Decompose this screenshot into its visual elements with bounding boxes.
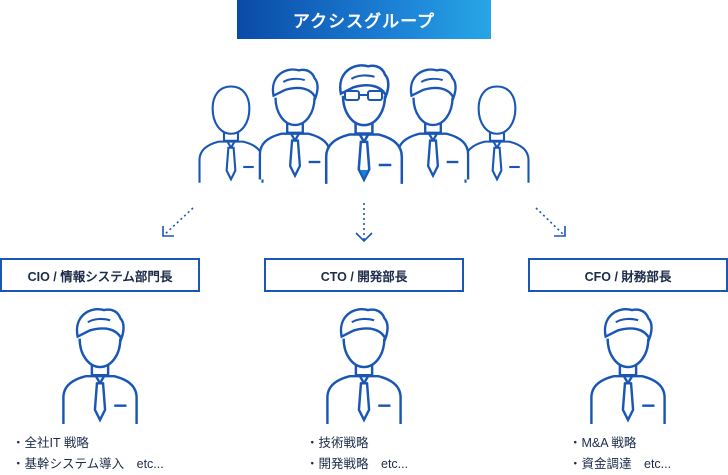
arrow-down-right-icon [535,207,566,237]
duty-item: ・基幹システム導入 etc... [12,457,164,471]
arrow-down-left-icon [162,207,194,237]
group-title: アクシスグループ [237,0,491,39]
duty-item: ・M&A 戦略 [569,436,637,450]
role-box-cfo: CFO / 財務部長 [528,258,728,292]
role-title: CFO / 財務部長 [584,269,672,284]
duty-list-cio: ・全社IT 戦略 ・基幹システム導入 etc... [12,433,164,475]
duty-item: ・全社IT 戦略 [12,436,89,450]
duty-item: ・開発戦略 etc... [306,457,409,471]
duty-list-cfo: ・M&A 戦略 ・資金調達 etc... [569,433,671,475]
person-icon [62,307,138,426]
duty-item: ・資金調達 etc... [569,457,672,471]
group-of-people-icon [198,64,530,186]
duty-list-cto: ・技術戦略 ・開発戦略 etc... [306,433,408,475]
person-icon [590,307,666,426]
person-icon [326,307,402,426]
arrow-down-icon [355,203,373,243]
role-box-cto: CTO / 開発部長 [264,258,464,292]
role-title: CIO / 情報システム部門長 [27,269,173,284]
role-title: CTO / 開発部長 [320,269,408,284]
role-box-cio: CIO / 情報システム部門長 [0,258,200,292]
duty-item: ・技術戦略 [306,436,369,450]
